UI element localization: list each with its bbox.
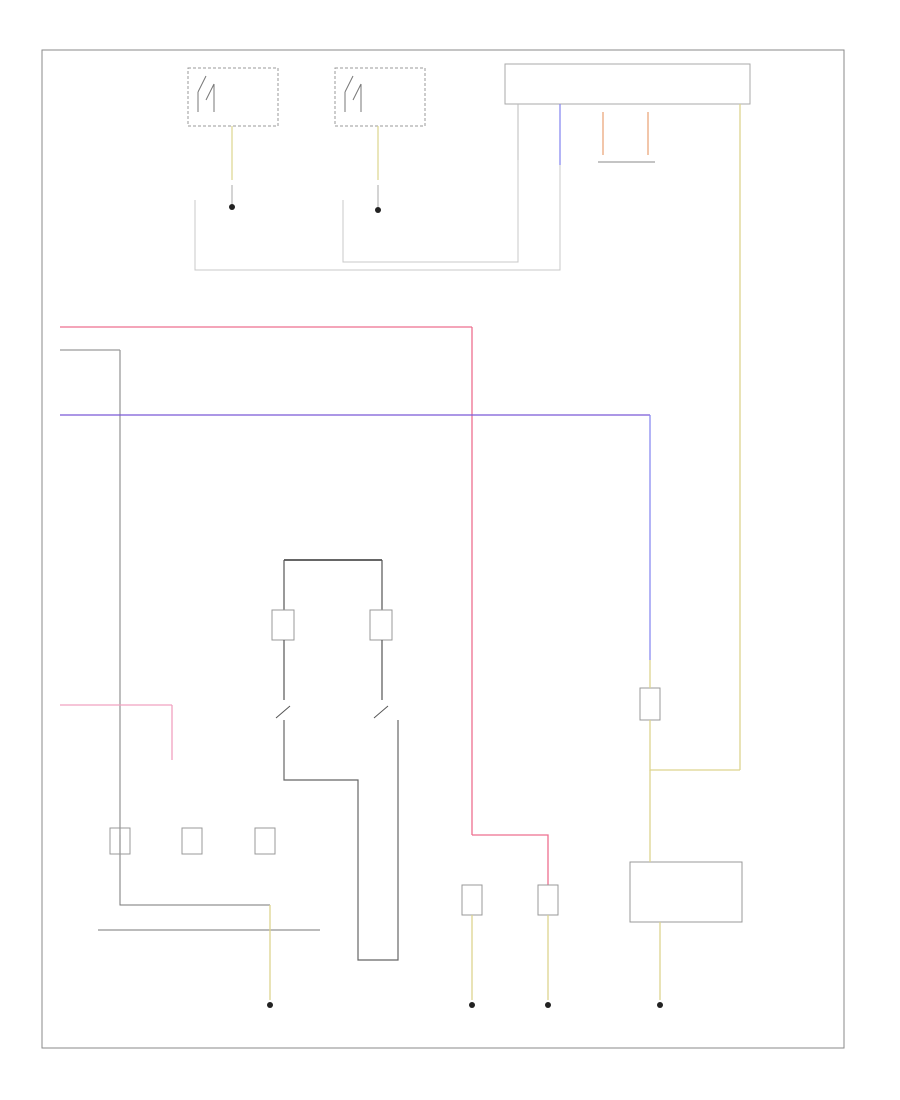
diagram-frame (41, 49, 845, 1049)
ground-symbol-5 (545, 1002, 551, 1008)
bottom-block (98, 660, 743, 1008)
lamp-b (537, 884, 559, 916)
lamp-c (639, 687, 661, 721)
switch-b (181, 827, 203, 855)
ground-symbol-3 (267, 1002, 273, 1008)
top-harness-outline (194, 160, 561, 271)
top-block (187, 63, 751, 770)
ground-symbol-6 (657, 1002, 663, 1008)
top-harness-inner (342, 160, 519, 263)
ground-symbol-2 (375, 207, 381, 213)
bus-wires (60, 326, 651, 835)
ground-symbol-1 (229, 204, 235, 210)
module-1 (187, 67, 279, 210)
lamp-left (271, 609, 295, 641)
ground-symbol-4 (469, 1002, 475, 1008)
mid-block (271, 559, 399, 961)
lamp-a (461, 884, 483, 916)
module-2 (334, 67, 426, 213)
switch-d (629, 861, 743, 923)
lamp-right (369, 609, 393, 641)
switch-a (109, 827, 131, 855)
central-unit (504, 63, 751, 770)
switch-c (254, 827, 276, 855)
